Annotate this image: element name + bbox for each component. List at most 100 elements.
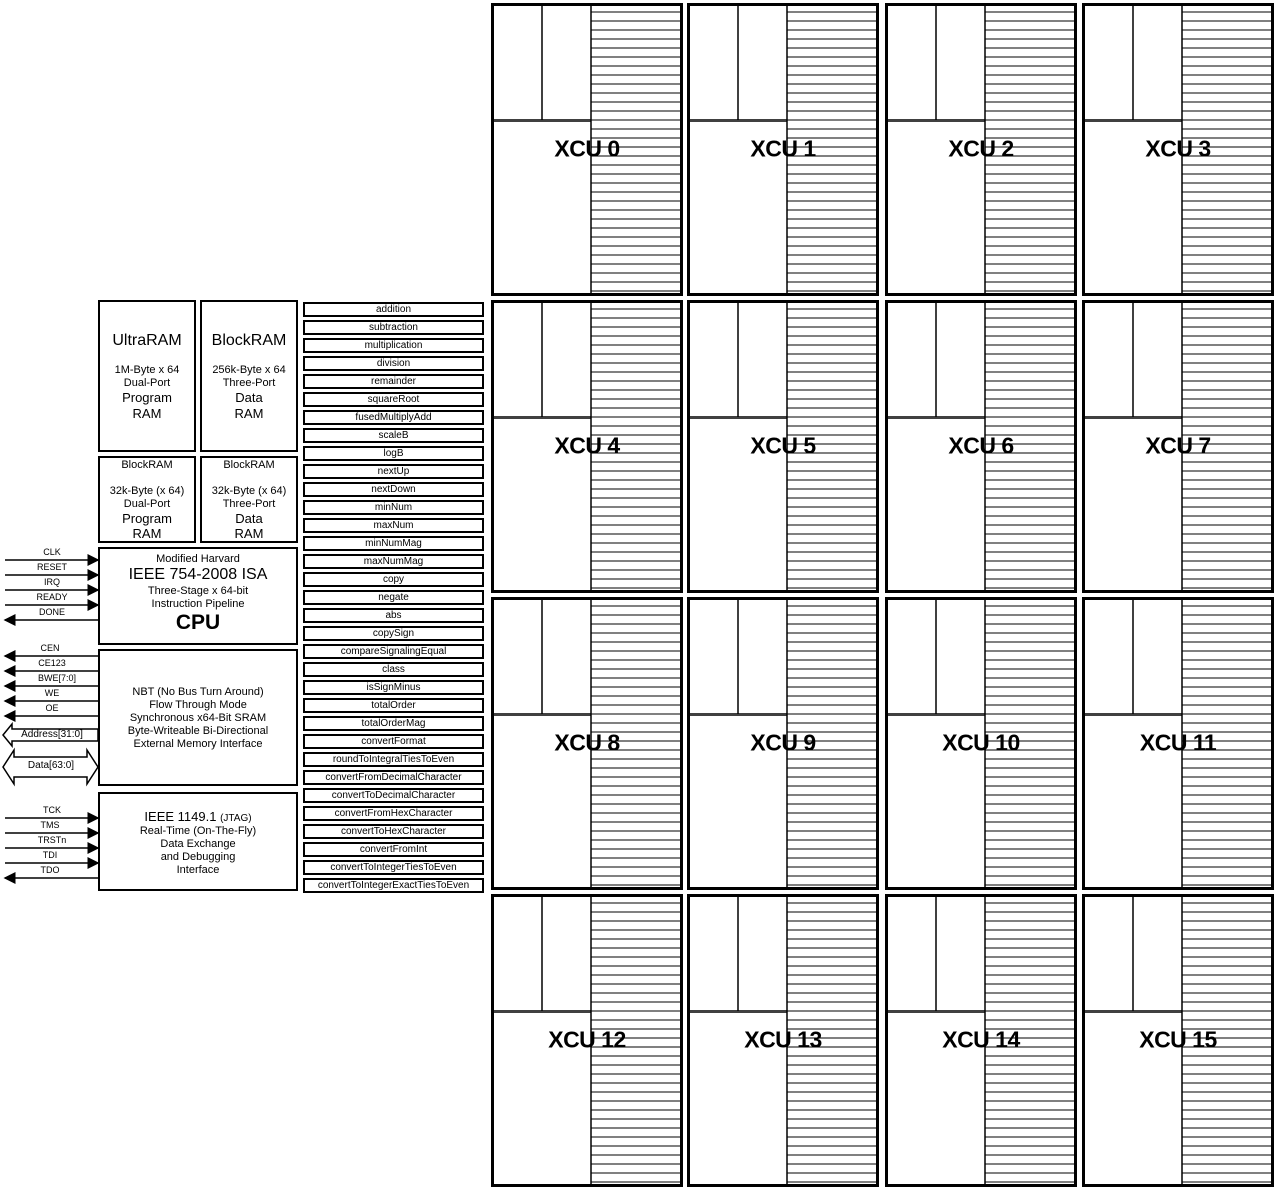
xcu-label: XCU 2: [948, 135, 1014, 162]
xcu-unit: XCU 0: [491, 3, 683, 296]
cpu-line2: IEEE 754-2008 ISA: [128, 566, 268, 583]
xcu-label: XCU 0: [554, 135, 620, 162]
sram-interface-block: NBT (No Bus Turn Around) Flow Through Mo…: [98, 649, 298, 786]
xcu-unit: XCU 9: [687, 597, 879, 890]
jtag-line3: Data Exchange: [160, 838, 236, 850]
jtag-line1: IEEE 1149.1 (JTAG): [100, 809, 296, 824]
sram-line4: Byte-Writeable Bi-Directional: [127, 725, 269, 737]
blockram-data-small-line3: Data: [235, 511, 263, 526]
cpu-line1: Modified Harvard: [156, 553, 240, 565]
signal-tms-label: TMS: [40, 820, 60, 830]
signal-cen-label: CEN: [40, 643, 60, 653]
operation-item: abs: [303, 608, 484, 623]
operation-item: logB: [303, 446, 484, 461]
signal-done-label: DONE: [38, 607, 65, 617]
operation-item: totalOrderMag: [303, 716, 484, 731]
xcu-unit: XCU 1: [687, 3, 879, 296]
xcu-internal-structure: [494, 897, 680, 1184]
xcu-label: XCU 4: [554, 432, 620, 459]
operation-item: addition: [303, 302, 484, 317]
ultraram-line1: 1M-Byte x 64: [114, 364, 180, 376]
jtag-line2: Real-Time (On-The-Fly): [139, 825, 257, 837]
sram-line1: NBT (No Bus Turn Around): [132, 686, 264, 698]
jtag-subtitle: (JTAG): [220, 813, 252, 824]
xcu-internal-structure: [690, 6, 876, 293]
blockram-data-line2: Three-Port: [222, 377, 276, 389]
data-bus-label: Data[63:0]: [27, 760, 75, 771]
signal-oe-label: OE: [45, 703, 59, 713]
xcu-internal-structure: [888, 303, 1074, 590]
jtag-title: IEEE 1149.1: [144, 809, 217, 824]
xcu-unit: XCU 10: [885, 597, 1077, 890]
xcu-label: XCU 6: [948, 432, 1014, 459]
operation-item: minNum: [303, 500, 484, 515]
jtag-block: IEEE 1149.1 (JTAG) Real-Time (On-The-Fly…: [98, 792, 298, 891]
xcu-label: XCU 5: [750, 432, 816, 459]
xcu-unit: XCU 13: [687, 894, 879, 1187]
signal-trstn-label: TRSTn: [37, 835, 67, 845]
xcu-label: XCU 11: [1139, 729, 1217, 756]
operation-item: roundToIntegralTiesToEven: [303, 752, 484, 767]
signal-clk-label: CLK: [43, 547, 61, 557]
xcu-unit: XCU 15: [1082, 894, 1274, 1187]
operation-item: convertToIntegerExactTiesToEven: [303, 878, 484, 893]
operation-item: convertFromHexCharacter: [303, 806, 484, 821]
operation-item: squareRoot: [303, 392, 484, 407]
signal-tck-label: TCK: [43, 805, 61, 815]
blockram-data-small-line4: RAM: [234, 526, 264, 541]
xcu-internal-structure: [1085, 6, 1271, 293]
cpu-title: CPU: [175, 611, 221, 634]
blockram-data-line1: 256k-Byte x 64: [212, 364, 286, 376]
blockram-data-small-line2: Three-Port: [222, 498, 276, 510]
xcu-internal-structure: [494, 6, 680, 293]
xcu-unit: XCU 3: [1082, 3, 1274, 296]
data-bus-arrow: [2, 747, 99, 787]
xcu-internal-structure: [494, 303, 680, 590]
cpu-line3: Three-Stage x 64-bit: [147, 585, 249, 597]
blockram-data-small-block: BlockRAM 32k-Byte (x 64) Three-Port Data…: [200, 456, 298, 543]
operation-item: class: [303, 662, 484, 677]
operation-item: nextUp: [303, 464, 484, 479]
operation-item: copy: [303, 572, 484, 587]
signal-ready-label: READY: [36, 592, 68, 602]
operation-item: subtraction: [303, 320, 484, 335]
operation-item: convertFormat: [303, 734, 484, 749]
blockram-program-small-line3: Program: [122, 511, 172, 526]
xcu-internal-structure: [494, 600, 680, 887]
xcu-unit: XCU 14: [885, 894, 1077, 1187]
operation-item: convertToHexCharacter: [303, 824, 484, 839]
signal-reset-label: RESET: [36, 562, 67, 572]
xcu-internal-structure: [1085, 600, 1271, 887]
xcu-label: XCU 10: [942, 729, 1020, 756]
operation-item: compareSignalingEqual: [303, 644, 484, 659]
operation-item: multiplication: [303, 338, 484, 353]
xcu-label: XCU 13: [744, 1026, 822, 1053]
ultraram-line4: RAM: [132, 406, 162, 421]
operation-item: fusedMultiplyAdd: [303, 410, 484, 425]
address-bus-label: Address[31:0]: [21, 729, 83, 740]
cpu-block: Modified Harvard IEEE 754-2008 ISA Three…: [98, 547, 298, 645]
xcu-unit: XCU 11: [1082, 597, 1274, 890]
xcu-unit: XCU 4: [491, 300, 683, 593]
operation-item: copySign: [303, 626, 484, 641]
xcu-label: XCU 9: [750, 729, 816, 756]
operation-item: convertToDecimalCharacter: [303, 788, 484, 803]
blockram-data-small-title: BlockRAM: [223, 459, 275, 471]
xcu-internal-structure: [690, 303, 876, 590]
operation-item: scaleB: [303, 428, 484, 443]
blockram-program-small-title: BlockRAM: [121, 459, 173, 471]
xcu-internal-structure: [690, 600, 876, 887]
xcu-internal-structure: [1085, 897, 1271, 1184]
xcu-unit: XCU 5: [687, 300, 879, 593]
operation-item: maxNumMag: [303, 554, 484, 569]
blockram-program-small-line1: 32k-Byte (x 64): [109, 485, 185, 497]
xcu-unit: XCU 7: [1082, 300, 1274, 593]
xcu-unit: XCU 2: [885, 3, 1077, 296]
ultraram-title: UltraRAM: [112, 332, 182, 349]
sram-line3: Synchronous x64-Bit SRAM: [129, 712, 267, 724]
jtag-line5: Interface: [176, 864, 220, 876]
blockram-program-small-block: BlockRAM 32k-Byte (x 64) Dual-Port Progr…: [98, 456, 196, 543]
xcu-unit: XCU 6: [885, 300, 1077, 593]
jtag-line4: and Debugging: [160, 851, 236, 863]
